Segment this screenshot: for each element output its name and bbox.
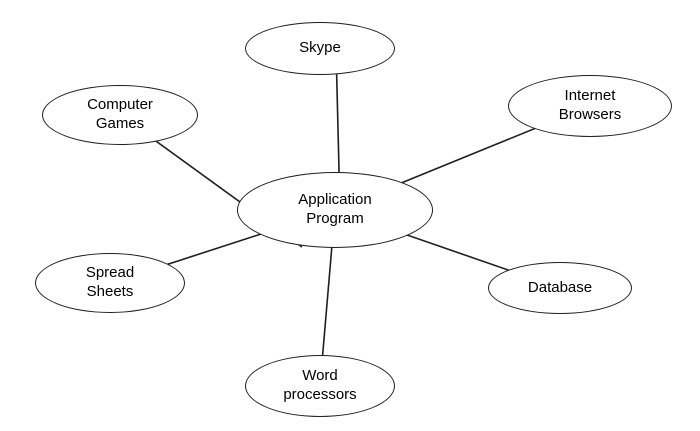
node-word-processors-label: Word processors xyxy=(283,367,357,403)
node-application-program-label: Application Program xyxy=(298,191,372,227)
node-internet-browsers-label: Internet Browsers xyxy=(558,87,622,123)
node-database: Database xyxy=(488,262,632,314)
node-word-processors: Word processors xyxy=(245,355,395,417)
node-computer-games-label: Computer Games xyxy=(87,96,153,132)
node-computer-games: Computer Games xyxy=(42,85,198,145)
node-application-program: Application Program xyxy=(237,172,433,248)
node-skype: Skype xyxy=(245,22,395,75)
node-skype-label: Skype xyxy=(299,39,341,57)
node-database-label: Database xyxy=(527,278,593,296)
node-internet-browsers: Internet Browsers xyxy=(508,75,672,137)
node-spread-sheets: Spread Sheets xyxy=(35,253,185,313)
node-spread-sheets-label: Spread Sheets xyxy=(85,264,135,300)
